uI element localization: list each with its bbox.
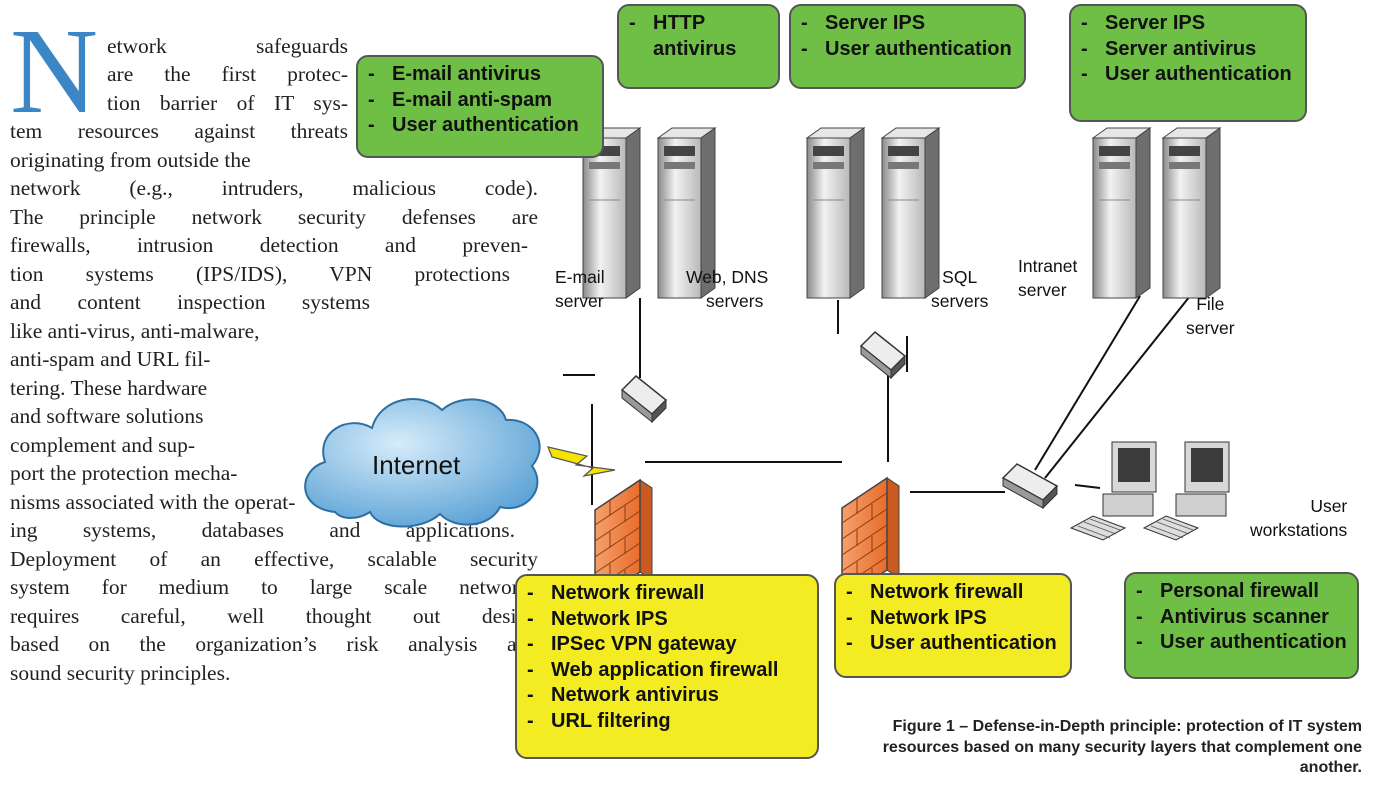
- lightning-icon: [547, 446, 616, 478]
- security-item: -Server IPS: [801, 12, 926, 34]
- article-line: sound security principles.: [10, 661, 231, 685]
- web-dns-server-icon: [656, 127, 717, 299]
- article-text: N etwork safeguards are the first protec…: [0, 0, 560, 792]
- article-line: system for medium to large scale network…: [10, 575, 538, 599]
- security-item: -User authentication: [846, 632, 1057, 654]
- sql-security-box: -Server IPS -User authentication: [789, 4, 1026, 89]
- article-line: like anti-virus, anti-malware,: [10, 319, 260, 343]
- sql-server-icon: [880, 127, 941, 299]
- file-server-label: File server: [1186, 294, 1235, 338]
- file-server-icon: [1161, 127, 1222, 299]
- security-item: -Network IPS: [527, 607, 668, 630]
- article-line: and software solutions: [10, 404, 204, 428]
- security-item: -HTTP antivirus: [629, 12, 737, 60]
- security-item: -URL filtering: [527, 709, 671, 732]
- user-workstations-label: User workstations: [1250, 496, 1348, 540]
- article-line: tion barrier of IT sys-: [107, 91, 348, 115]
- article-line: tion systems (IPS/IDS), VPN protections: [10, 262, 510, 286]
- security-item: -IPSec VPN gateway: [527, 633, 737, 655]
- article-line: network (e.g., intruders, malicious code…: [10, 176, 538, 200]
- security-item: -E-mail antivirus: [368, 63, 541, 85]
- article-line: tem resources against threats: [10, 119, 348, 143]
- article-line: are the first protec-: [107, 62, 348, 86]
- article-line: ing systems, databases and applications.: [10, 518, 515, 542]
- http-security-box: -HTTP antivirus: [617, 4, 780, 89]
- article-line: port the protection mecha-: [10, 461, 238, 485]
- connection-line: [1044, 295, 1191, 479]
- article-line: The principle network security defenses …: [10, 205, 538, 229]
- internet-cloud-icon: [304, 398, 541, 528]
- network-switch-icon: [620, 374, 668, 424]
- email-security-box: -E-mail antivirus -E-mail anti-spam -Use…: [356, 55, 604, 158]
- article-line: Deployment of an effective, scalable sec…: [10, 547, 538, 571]
- security-item: -Network firewall: [527, 582, 705, 604]
- sql-servers-label: SQL servers: [931, 267, 989, 311]
- article-line: complement and sup-: [10, 433, 196, 457]
- article-line: firewalls, intrusion detection and preve…: [10, 233, 528, 257]
- sql-server-icon: [805, 127, 866, 299]
- workstation-icon: [1142, 441, 1230, 541]
- security-item: -User authentication: [801, 37, 1012, 60]
- article-line: requires careful, well thought out desig…: [10, 604, 538, 628]
- email-server-icon: [581, 127, 642, 299]
- security-item: -User authentication: [1136, 631, 1347, 653]
- perimeter-security-box: -Network firewall -Network IPS -IPSec VP…: [515, 574, 819, 759]
- security-item: -Server antivirus: [1081, 37, 1257, 60]
- intranet-server-icon: [1091, 127, 1152, 299]
- security-item: -E-mail anti-spam: [368, 88, 553, 111]
- connection-line: [1074, 484, 1101, 489]
- web-dns-servers-label: Web, DNS servers: [686, 267, 769, 311]
- intranet-server-label: Intranet server: [1018, 256, 1078, 300]
- intranet-security-box: -Server IPS -Server antivirus -User auth…: [1069, 4, 1307, 122]
- drop-cap: N: [10, 4, 99, 139]
- article-line: anti-spam and URL fil-: [10, 347, 211, 371]
- security-item: -Antivirus scanner: [1136, 605, 1329, 628]
- security-item: -Personal firewall: [1136, 580, 1319, 602]
- security-item: -Network antivirus: [527, 684, 719, 706]
- security-item: -User authentication: [1081, 63, 1292, 85]
- security-item: -Network firewall: [846, 581, 1024, 603]
- article-line: tering. These hardware: [10, 376, 208, 400]
- security-item: -User authentication: [368, 114, 579, 136]
- article-line: nisms associated with the operat-: [10, 490, 296, 514]
- article-line: originating from outside the: [10, 148, 251, 172]
- article-line: based on the organization’s risk analysi…: [10, 632, 538, 656]
- network-switch-icon: [1001, 463, 1059, 510]
- workstation-icon: [1069, 441, 1157, 541]
- email-server-label: E-mail server: [555, 267, 605, 311]
- security-item: -Network IPS: [846, 606, 987, 629]
- article-line: etwork safeguards: [107, 34, 348, 58]
- connection-line: [1034, 295, 1141, 471]
- network-switch-icon: [859, 330, 907, 380]
- internet-label: Internet: [372, 450, 461, 480]
- workstation-security-box: -Personal firewall -Antivirus scanner -U…: [1124, 572, 1359, 679]
- figure-caption: Figure 1 – Defense-in-Depth principle: p…: [882, 718, 1362, 776]
- security-item: -Server IPS: [1081, 12, 1206, 34]
- internal-security-box: -Network firewall -Network IPS -User aut…: [834, 573, 1072, 678]
- security-item: -Web application firewall: [527, 658, 779, 681]
- article-line: and content inspection systems: [10, 290, 370, 314]
